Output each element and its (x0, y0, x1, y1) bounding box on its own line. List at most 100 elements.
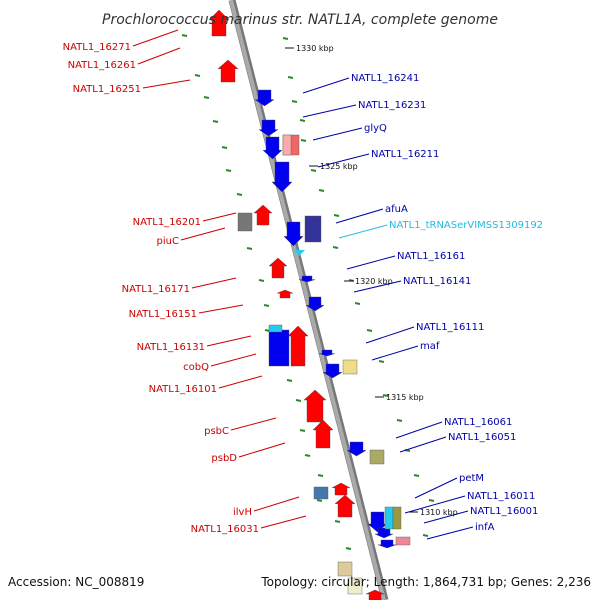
label-leader (230, 417, 277, 431)
backbone-line (229, 0, 386, 600)
gc-tick (332, 246, 339, 249)
gene-label-right: glyQ (364, 123, 387, 134)
gene-label-right: NATL1_16231 (358, 100, 426, 111)
gene-label-right: NATL1_tRNASerVIMSS1309192 (389, 220, 543, 231)
ruler-label: 1315 kbp (386, 393, 424, 402)
label-leader (371, 345, 419, 361)
gene-label-right: NATL1_16001 (470, 506, 538, 517)
gc-tick (258, 279, 265, 282)
gene-feature (283, 221, 304, 247)
gene-label-left: NATL1_16251 (73, 84, 141, 95)
gc-tick (345, 547, 352, 550)
label-leader (353, 280, 402, 293)
gc-tick (354, 302, 361, 305)
gc-tick (212, 120, 219, 123)
gc-tick (333, 214, 340, 217)
label-leader (338, 224, 388, 239)
gene-label-left: piuC (157, 236, 179, 247)
label-leader (206, 335, 252, 347)
gene-feature (305, 296, 325, 312)
gene-label-left: psbC (204, 426, 229, 437)
gc-tick (287, 76, 294, 79)
label-leader (317, 153, 370, 168)
label-leader (202, 212, 237, 222)
gene-label-left: ilvH (233, 507, 252, 518)
gene-feature (346, 441, 367, 457)
label-leader (395, 421, 443, 439)
gene-feature (384, 506, 394, 530)
label-leader (132, 29, 179, 47)
gene-label-right: NATL1_16141 (403, 276, 471, 287)
gene-feature (304, 215, 322, 243)
label-leader (260, 515, 307, 529)
label-leader (312, 127, 363, 141)
gene-feature (268, 324, 283, 333)
gene-feature (377, 539, 397, 549)
label-leader (404, 495, 466, 514)
gene-label-right: NATL1_16061 (444, 417, 512, 428)
label-leader (426, 526, 474, 540)
gc-tick (295, 399, 302, 402)
gc-tick (236, 193, 243, 196)
label-leader (180, 227, 226, 241)
gc-tick (291, 100, 298, 103)
gc-tick (282, 37, 289, 40)
gene-feature (268, 257, 288, 279)
gene-feature (337, 561, 353, 577)
gene-feature (392, 506, 402, 530)
label-leader (414, 477, 458, 499)
ruler-label: 1320 kbp (355, 277, 393, 286)
gene-label-right: NATL1_16011 (467, 491, 535, 502)
gene-label-left: NATL1_16151 (129, 309, 197, 320)
gene-feature (282, 134, 292, 156)
gc-tick (203, 96, 210, 99)
label-leader (399, 436, 447, 453)
gene-label-left: NATL1_16201 (133, 217, 201, 228)
gc-tick (221, 146, 228, 149)
gene-feature (253, 204, 273, 226)
ruler-label: 1310 kbp (420, 508, 458, 517)
gene-feature (369, 449, 385, 465)
label-leader (423, 510, 469, 524)
label-leader (253, 496, 300, 512)
gc-tick (194, 74, 201, 77)
gene-label-left: NATL1_16261 (68, 60, 136, 71)
ruler-label: 1330 kbp (296, 44, 334, 53)
gc-tick (263, 304, 270, 307)
gene-feature (262, 136, 283, 160)
label-leader (346, 255, 396, 270)
gene-label-right: NATL1_16241 (351, 73, 419, 84)
gene-label-right: petM (459, 473, 484, 484)
gene-feature (342, 359, 358, 375)
label-leader (137, 47, 181, 65)
map-title: Prochlorococcus marinus str. NATL1A, com… (102, 12, 498, 28)
gc-tick (299, 119, 306, 122)
gene-feature (365, 589, 385, 600)
gc-tick (334, 520, 341, 523)
label-leader (302, 104, 357, 118)
label-leader (142, 79, 191, 89)
gc-tick (413, 474, 420, 477)
gc-tick (382, 394, 389, 397)
label-leader (238, 442, 286, 458)
gene-feature (268, 329, 290, 367)
gene-feature (271, 161, 293, 193)
gene-feature (303, 389, 327, 423)
gene-label-right: infA (475, 522, 495, 533)
gc-tick (396, 419, 403, 422)
gene-label-right: NATL1_16211 (371, 149, 439, 160)
gene-label-left: NATL1_16171 (122, 284, 190, 295)
gene-feature (334, 494, 356, 518)
gc-tick (318, 189, 325, 192)
gc-tick (225, 169, 232, 172)
gc-tick (286, 379, 293, 382)
gene-feature (276, 289, 294, 299)
gene-feature (322, 363, 343, 379)
gene-label-left: NATL1_16101 (149, 384, 217, 395)
label-leader (335, 208, 384, 224)
gene-feature (331, 482, 351, 496)
label-leader (365, 326, 415, 344)
gc-tick (378, 360, 385, 363)
gene-feature (298, 275, 316, 283)
gc-tick (246, 247, 253, 250)
